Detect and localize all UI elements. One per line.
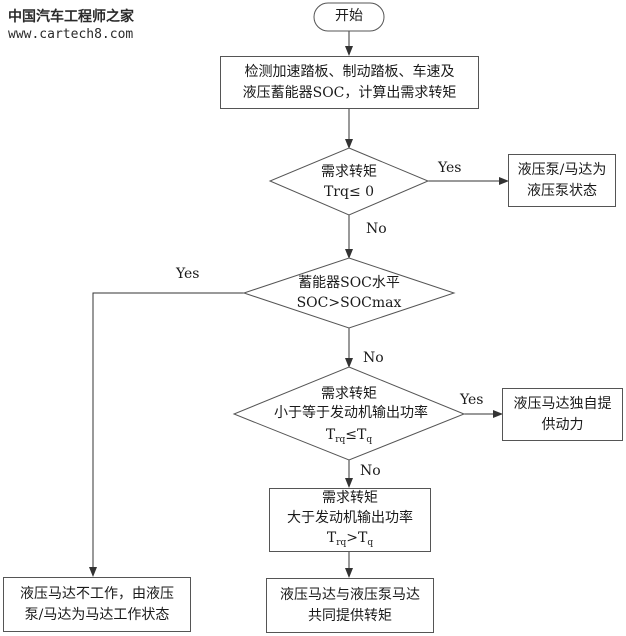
decision-power-line1: 需求转矩	[321, 386, 377, 402]
pump-mode-box: 液压泵/马达为 液压泵状态	[508, 154, 616, 207]
edge-label-d2-no: No	[363, 350, 384, 366]
edge-label-d3-no: No	[360, 463, 381, 479]
motor-alone-line1: 液压马达独自提	[513, 395, 612, 412]
edge-label-d3-yes: Yes	[460, 392, 484, 408]
edge-label-d2-yes: Yes	[176, 266, 200, 282]
decision-soc	[242, 257, 456, 329]
torque-gt-line1: 需求转矩	[322, 489, 378, 506]
detect-line1: 检测加速踏板、制动踏板、车速及	[244, 63, 455, 80]
detect-line2: 液压蓄能器SOC，计算出需求转矩	[242, 84, 457, 101]
pump-mode-line2: 液压泵状态	[527, 182, 597, 199]
decision-soc-line2: SOC>SOCmax	[296, 295, 402, 311]
decision-soc-line1: 蓄能器SOC水平	[298, 275, 400, 291]
joint-box: 液压马达与液压泵马达 共同提供转矩	[266, 578, 434, 633]
decision-power-line2: 小于等于发动机输出功率	[274, 405, 428, 421]
torque-gt-formula: Trq>Tq	[326, 529, 374, 548]
decision-power	[232, 366, 466, 461]
watermark-url: www.cartech8.com	[8, 27, 134, 42]
motor-alone-box: 液压马达独自提 供动力	[502, 388, 623, 441]
watermark-title: 中国汽车工程师之家	[8, 9, 134, 25]
detect-box: 检测加速踏板、制动踏板、车速及 液压蓄能器SOC，计算出需求转矩	[220, 56, 479, 109]
start-terminal	[313, 2, 385, 32]
edge-d2-idle	[89, 292, 244, 577]
joint-line2: 共同提供转矩	[308, 607, 392, 624]
edge-label-d1-no: No	[366, 221, 387, 237]
motor-idle-box: 液压马达不工作，由液压 泵/马达为马达工作状态	[3, 577, 191, 632]
decision-trq	[268, 147, 430, 216]
pump-mode-line1: 液压泵/马达为	[517, 161, 607, 178]
decision-trq-line1: 需求转矩	[321, 164, 377, 180]
decision-trq-line2: Trq≤ 0	[323, 184, 375, 200]
motor-alone-line2: 供动力	[541, 416, 584, 433]
start-label: 开始	[335, 8, 363, 24]
torque-gt-box: 需求转矩 大于发动机输出功率 Trq>Tq	[269, 488, 431, 552]
joint-line1: 液压马达与液压泵马达	[280, 586, 420, 603]
edge-label-d1-yes: Yes	[438, 160, 462, 176]
decision-power-formula: Trq≤Tq	[325, 427, 373, 445]
motor-idle-line1: 液压马达不工作，由液压	[20, 585, 174, 602]
torque-gt-line2: 大于发动机输出功率	[287, 509, 413, 526]
motor-idle-line2: 泵/马达为马达工作状态	[24, 606, 170, 623]
